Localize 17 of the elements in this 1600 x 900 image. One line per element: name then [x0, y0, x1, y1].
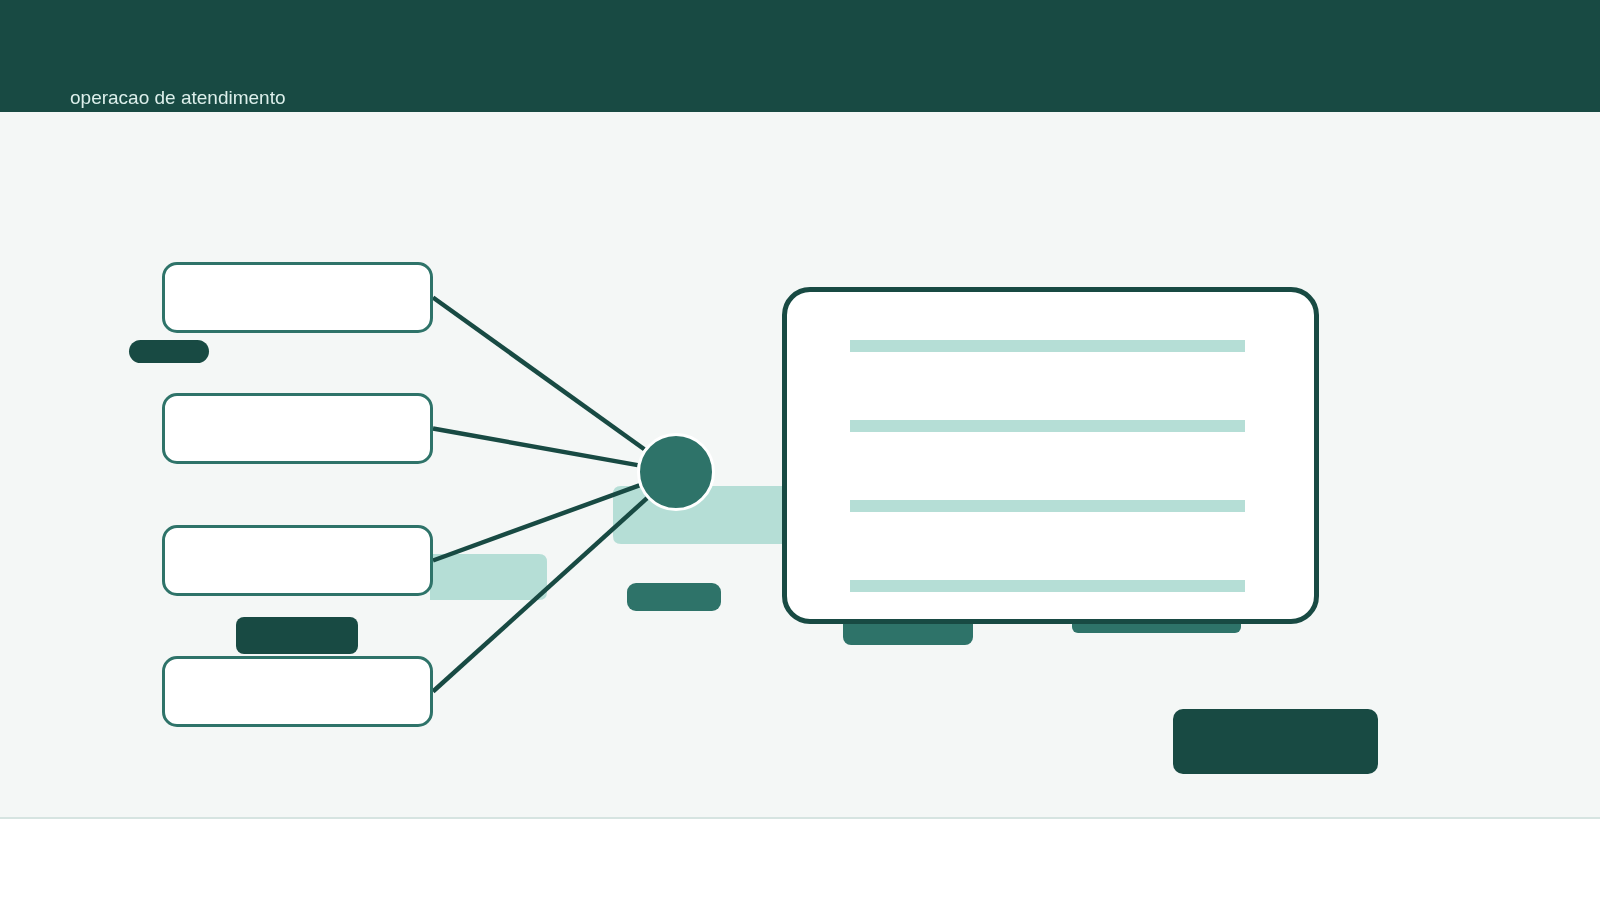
filled-block — [1173, 709, 1378, 774]
tag-pill — [1072, 624, 1241, 633]
tag-pill — [627, 583, 721, 611]
tag-pill — [843, 624, 973, 645]
connector-line — [431, 295, 646, 452]
connector-line — [432, 426, 638, 468]
process-box — [162, 262, 433, 333]
tag-pill — [236, 617, 358, 654]
process-box — [162, 525, 433, 596]
connector-line — [431, 496, 649, 694]
connector-line — [432, 483, 641, 563]
process-box — [162, 656, 433, 727]
hub-circle — [637, 433, 715, 511]
content-panel — [782, 287, 1319, 624]
process-box — [162, 393, 433, 464]
header-title: operacao de atendimento — [70, 87, 286, 109]
tag-pill — [129, 340, 209, 363]
